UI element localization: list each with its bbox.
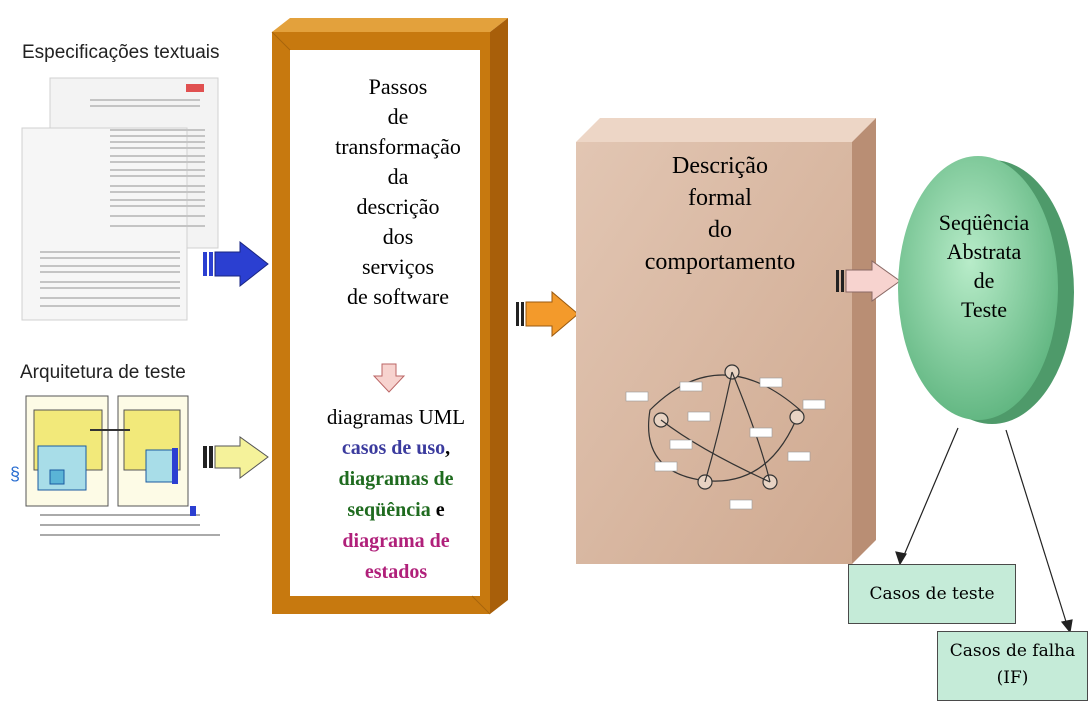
abstract-sequence-text: Seqüência Abstrata de Teste: [924, 208, 1044, 324]
uml-item-sequence-1: diagramas de: [338, 468, 454, 490]
failure-cases-box: Casos de falha (IF): [937, 631, 1088, 701]
transform-line: serviços: [361, 254, 435, 279]
uml-item-text: casos de uso: [341, 437, 446, 459]
sequence-line: Teste: [960, 297, 1008, 322]
spec-label: Especificações textuais: [22, 42, 220, 63]
yellow-arrow: [203, 436, 269, 479]
uml-item-states-1: diagrama de: [342, 530, 450, 552]
state-machine-labels: [625, 377, 826, 510]
transform-steps-text: Passos de transformação da descrição dos…: [300, 72, 496, 312]
sequence-line: Seqüência: [938, 210, 1030, 235]
transform-line: dos: [382, 224, 414, 249]
uml-item-suffix: e: [430, 499, 445, 521]
sequence-line: Abstrata: [946, 239, 1022, 264]
blue-arrow: [203, 240, 269, 288]
formal-line: comportamento: [644, 249, 796, 275]
transform-line: de software: [346, 284, 449, 309]
uml-heading: diagramas UML: [326, 405, 466, 429]
uml-item-text: seqüência: [347, 499, 431, 521]
transform-frame: [271, 18, 508, 615]
formal-line: do: [708, 217, 732, 243]
pink-arrow: [836, 260, 901, 302]
transform-line: descrição: [356, 194, 440, 219]
spec-document-icon: [21, 77, 219, 321]
svg-text:§: §: [10, 464, 20, 484]
uml-diagram-list: diagramas UML casos de uso, diagramas de…: [296, 402, 496, 588]
architecture-label: Arquitetura de teste: [20, 362, 186, 383]
transform-line: de: [387, 104, 409, 129]
transform-line: Passos: [368, 74, 428, 99]
orange-arrow: [516, 290, 579, 338]
uml-item-suffix: ,: [445, 437, 451, 459]
sequence-line: de: [973, 268, 995, 293]
transform-line: da: [387, 164, 409, 189]
uml-item-use-cases: casos de uso,: [296, 433, 496, 464]
state-machine-icon: [648, 364, 805, 490]
formal-line: formal: [688, 185, 752, 211]
test-architecture-icon: §: [10, 392, 242, 542]
uml-item-sequence-2: seqüência e: [296, 495, 496, 526]
transform-line: transformação: [335, 134, 461, 159]
formal-description-text: Descrição formal do comportamento: [600, 150, 840, 278]
failure-cases-code: (IF): [996, 668, 1029, 688]
abstract-sequence-cylinder: [898, 156, 1074, 424]
formal-line: Descrição: [672, 153, 768, 179]
pink-down-arrow: [372, 363, 406, 393]
formal-description-box: [576, 118, 876, 564]
test-cases-box: Casos de teste: [848, 564, 1016, 624]
failure-cases-title: Casos de falha: [949, 641, 1076, 661]
uml-item-states-2: estados: [364, 561, 428, 583]
output-connectors: [895, 427, 1073, 634]
